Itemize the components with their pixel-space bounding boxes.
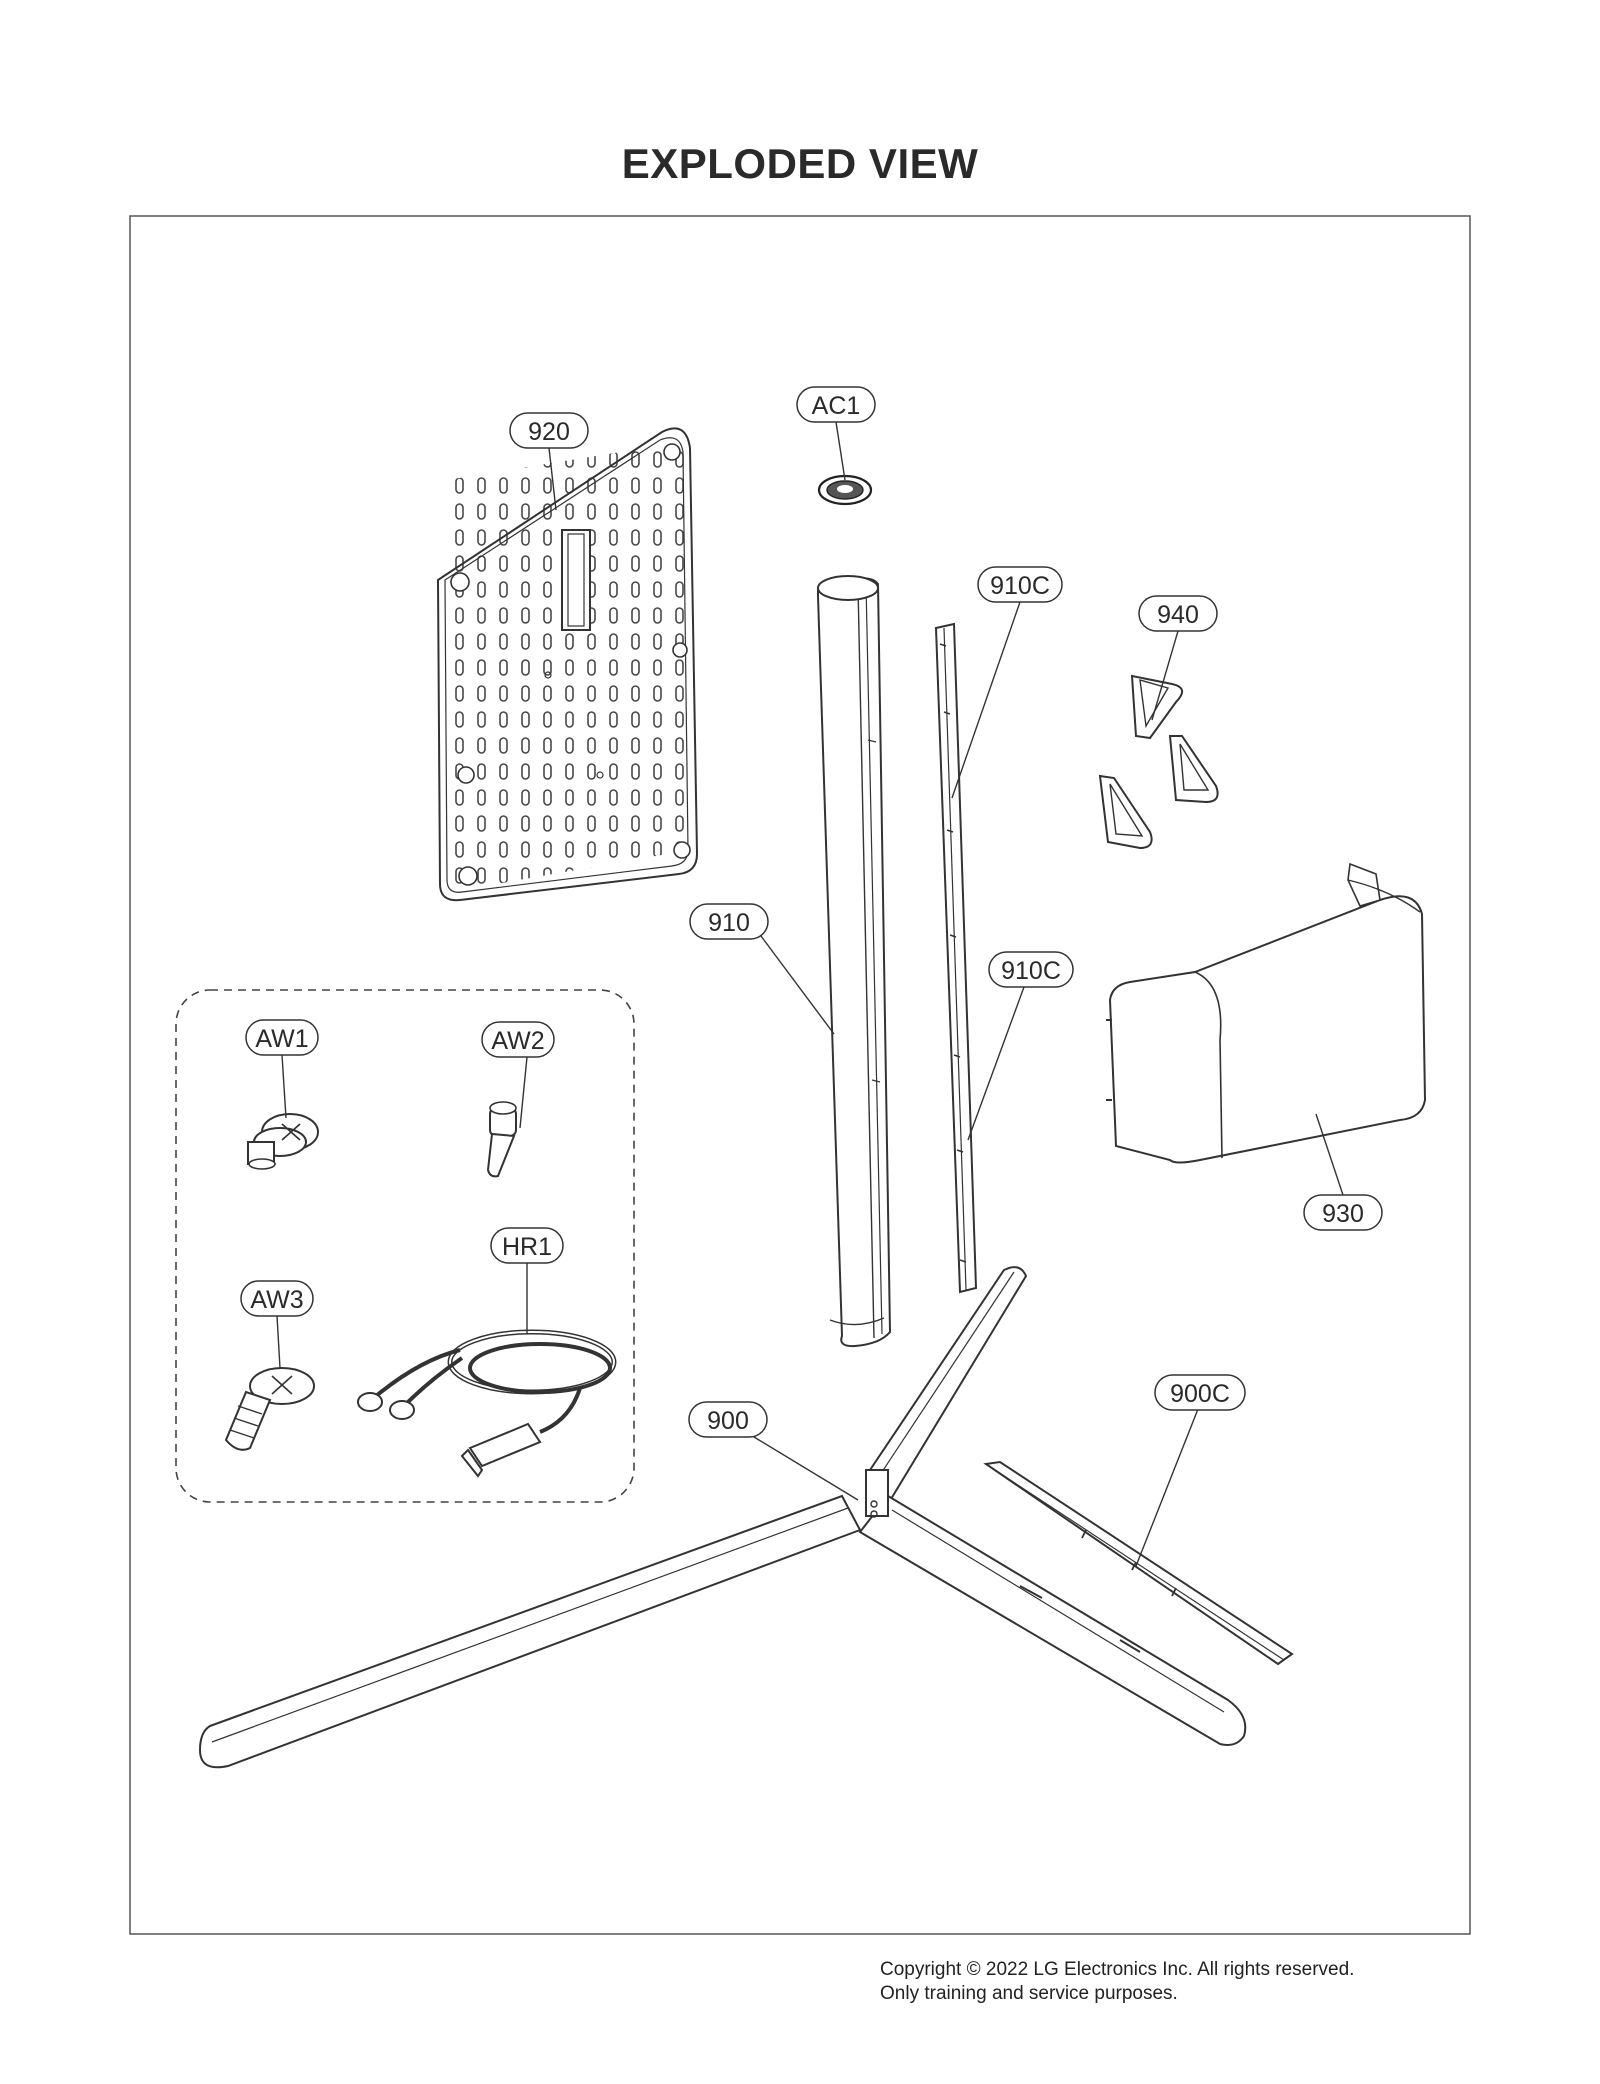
part-900-base xyxy=(198,1266,1247,1769)
callout-900: 900 xyxy=(688,1401,768,1438)
svg-text:920: 920 xyxy=(528,418,570,446)
part-hr1-cable xyxy=(357,1329,617,1478)
part-930-rear-cover xyxy=(1106,862,1427,1164)
part-aw3-screw xyxy=(224,1367,315,1451)
svg-text:AW3: AW3 xyxy=(250,1286,303,1314)
callout-920: 920 xyxy=(509,412,589,449)
callout-ac1: AC1 xyxy=(796,386,876,423)
svg-text:AW1: AW1 xyxy=(255,1025,308,1053)
part-aw2-bolt xyxy=(486,1101,517,1178)
callout-aw1: AW1 xyxy=(245,1019,319,1056)
leader-lines xyxy=(276,421,1344,1567)
part-910c-cover-strip xyxy=(934,622,978,1294)
callout-910c-upper: 910C xyxy=(977,566,1063,603)
callout-910: 910 xyxy=(689,903,769,940)
callout-930: 930 xyxy=(1303,1194,1383,1231)
page-title: EXPLODED VIEW xyxy=(621,140,979,187)
part-aw1-screw xyxy=(247,1113,319,1170)
part-ac1-cap xyxy=(817,474,873,506)
copyright-notice: Copyright © 2022 LG Electronics Inc. All… xyxy=(880,1958,1500,2006)
svg-text:910: 910 xyxy=(708,909,750,937)
svg-text:900C: 900C xyxy=(1170,1380,1230,1408)
svg-text:910C: 910C xyxy=(990,572,1050,600)
part-940-brackets xyxy=(1098,674,1219,850)
callout-910c-lower: 910C xyxy=(988,951,1074,988)
callout-hr1: HR1 xyxy=(490,1227,564,1264)
svg-text:AW2: AW2 xyxy=(491,1027,544,1055)
callout-aw3: AW3 xyxy=(240,1280,314,1317)
svg-text:940: 940 xyxy=(1157,601,1199,629)
callout-900c: 900C xyxy=(1154,1374,1246,1411)
copyright-line-1: Copyright © 2022 LG Electronics Inc. All… xyxy=(880,1959,1355,1980)
svg-text:930: 930 xyxy=(1322,1200,1364,1228)
svg-text:900: 900 xyxy=(707,1407,749,1435)
diagram-frame xyxy=(129,215,1471,1935)
svg-text:HR1: HR1 xyxy=(502,1233,552,1261)
accessory-group-frame xyxy=(175,989,635,1503)
callout-940: 940 xyxy=(1138,595,1218,632)
copyright-line-2: Only training and service purposes. xyxy=(880,1983,1178,2004)
svg-text:AC1: AC1 xyxy=(812,392,861,420)
svg-text:910C: 910C xyxy=(1001,957,1061,985)
part-920-mounting-plate xyxy=(436,427,699,902)
callout-aw2: AW2 xyxy=(481,1021,555,1058)
part-900c-base-cover xyxy=(983,1460,1294,1666)
part-910-column xyxy=(817,575,892,1348)
